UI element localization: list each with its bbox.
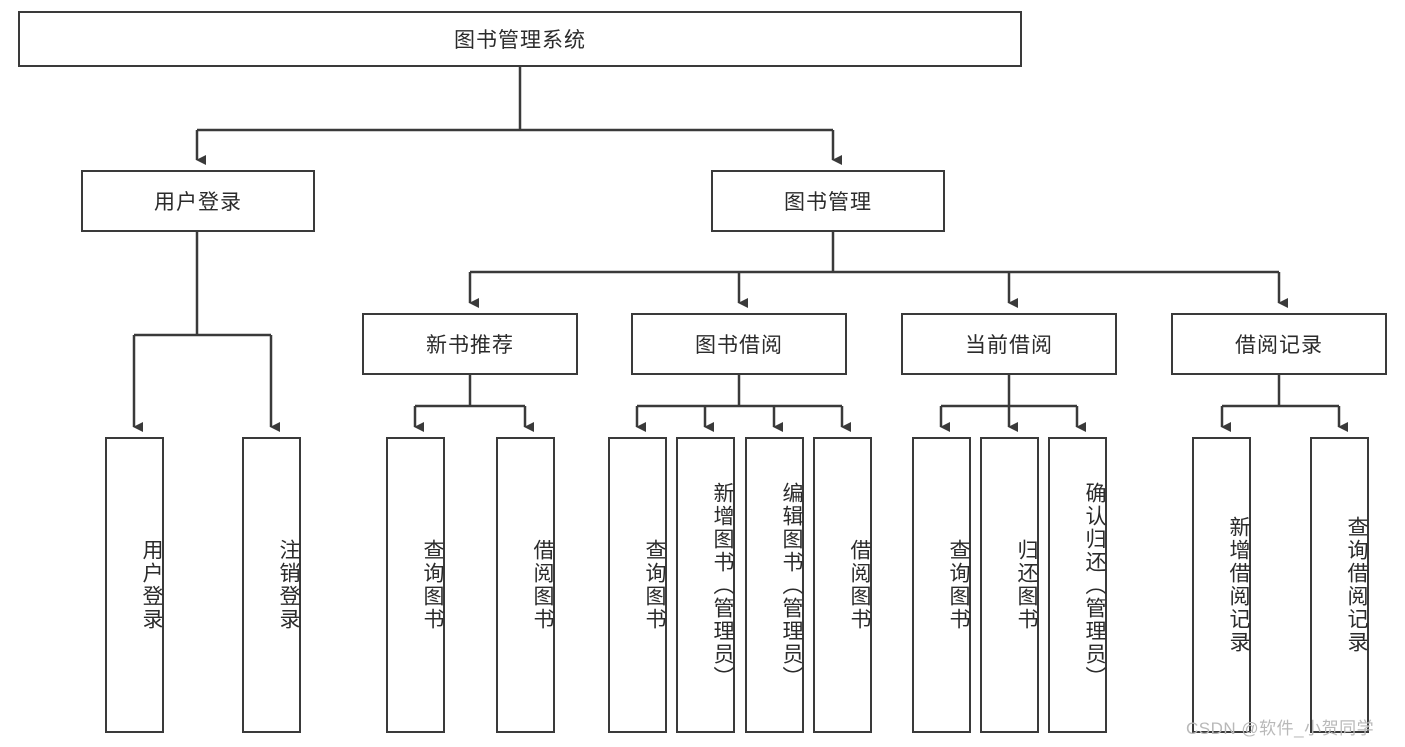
- node-label: 新增图书（管理员）: [711, 481, 734, 689]
- node-label: 用户登录: [140, 539, 163, 631]
- node-label: 确认归还（管理员）: [1083, 481, 1106, 689]
- leaf-current-borrow-return-book[interactable]: 归还图书: [980, 437, 1039, 733]
- node-book-management[interactable]: 图书管理: [711, 170, 945, 232]
- node-root-book-management-system[interactable]: 图书管理系统: [18, 11, 1022, 67]
- leaf-book-borrow-edit-book-admin[interactable]: 编辑图书（管理员）: [745, 437, 804, 733]
- node-user-login[interactable]: 用户登录: [81, 170, 315, 232]
- node-label: 查询图书: [947, 539, 970, 631]
- node-borrow-record[interactable]: 借阅记录: [1171, 313, 1387, 375]
- node-label: 查询借阅记录: [1345, 516, 1368, 654]
- node-label: 图书借阅: [695, 334, 783, 357]
- leaf-current-borrow-confirm-return-admin[interactable]: 确认归还（管理员）: [1048, 437, 1107, 733]
- leaf-user-login-login[interactable]: 用户登录: [105, 437, 164, 733]
- node-label: 借阅记录: [1235, 334, 1323, 357]
- leaf-borrow-record-add-record[interactable]: 新增借阅记录: [1192, 437, 1251, 733]
- node-label: 归还图书: [1015, 539, 1038, 631]
- csdn-watermark: CSDN @软件_小贺同学: [1186, 719, 1375, 738]
- leaf-new-book-query-book[interactable]: 查询图书: [386, 437, 445, 733]
- node-label: 借阅图书: [848, 539, 871, 631]
- node-label: 新增借阅记录: [1227, 516, 1250, 654]
- leaf-borrow-record-query-record[interactable]: 查询借阅记录: [1310, 437, 1369, 733]
- node-label: 编辑图书（管理员）: [780, 481, 803, 689]
- node-label: 查询图书: [421, 539, 444, 631]
- node-label: 当前借阅: [965, 334, 1053, 357]
- leaf-user-login-logout[interactable]: 注销登录: [242, 437, 301, 733]
- node-label: 借阅图书: [531, 539, 554, 631]
- node-label: 图书管理系统: [454, 29, 586, 52]
- node-current-borrow[interactable]: 当前借阅: [901, 313, 1117, 375]
- node-label: 新书推荐: [426, 334, 514, 357]
- node-new-book-recommend[interactable]: 新书推荐: [362, 313, 578, 375]
- leaf-book-borrow-query-book[interactable]: 查询图书: [608, 437, 667, 733]
- node-label: 注销登录: [277, 539, 300, 631]
- leaf-book-borrow-add-book-admin[interactable]: 新增图书（管理员）: [676, 437, 735, 733]
- leaf-book-borrow-borrow-book[interactable]: 借阅图书: [813, 437, 872, 733]
- node-label: 图书管理: [784, 191, 872, 214]
- leaf-current-borrow-query-book[interactable]: 查询图书: [912, 437, 971, 733]
- node-label: 查询图书: [643, 539, 666, 631]
- node-book-borrow[interactable]: 图书借阅: [631, 313, 847, 375]
- leaf-new-book-borrow-book[interactable]: 借阅图书: [496, 437, 555, 733]
- node-label: 用户登录: [154, 191, 242, 214]
